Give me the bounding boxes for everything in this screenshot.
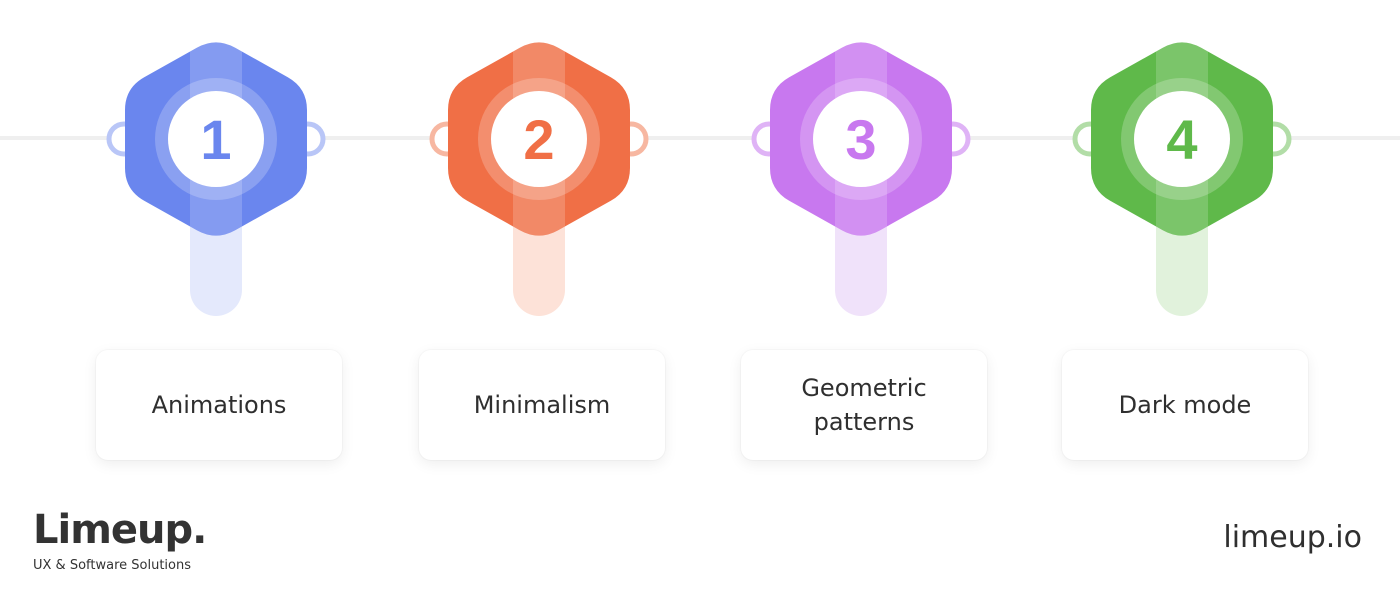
step-4-card: Dark mode [1062, 350, 1308, 460]
timeline-line [0, 136, 1400, 140]
step-4-label: Dark mode [1118, 391, 1252, 419]
step-2-card: Minimalism [419, 350, 665, 460]
step-1-card: Animations [96, 350, 342, 460]
step-1-number-circle [168, 91, 264, 187]
step-1-graphic: 1 [106, 42, 326, 316]
step-4-graphic: 4 [1072, 42, 1292, 316]
step-4-number-circle [1134, 91, 1230, 187]
step-3-label: Geometric patterns [801, 374, 927, 436]
step-1-number: 1 [200, 108, 231, 171]
step-2-number-circle [491, 91, 587, 187]
step-4-number: 4 [1166, 108, 1197, 171]
step-3-card: Geometric patterns [741, 350, 987, 460]
brand-name: Limeup. [33, 507, 207, 553]
brand-tagline: UX & Software Solutions [33, 558, 191, 573]
brand-logo: Limeup. UX & Software Solutions [33, 507, 207, 573]
step-2-graphic: 2 [429, 42, 649, 316]
site-url: limeup.io [1223, 520, 1362, 555]
step-3-number-circle [813, 91, 909, 187]
step-2-label: Minimalism [473, 391, 611, 419]
step-2-number: 2 [523, 108, 554, 171]
step-3-graphic: 3 [751, 42, 971, 316]
step-1-label: Animations [151, 391, 287, 419]
step-3-number: 3 [845, 108, 876, 171]
